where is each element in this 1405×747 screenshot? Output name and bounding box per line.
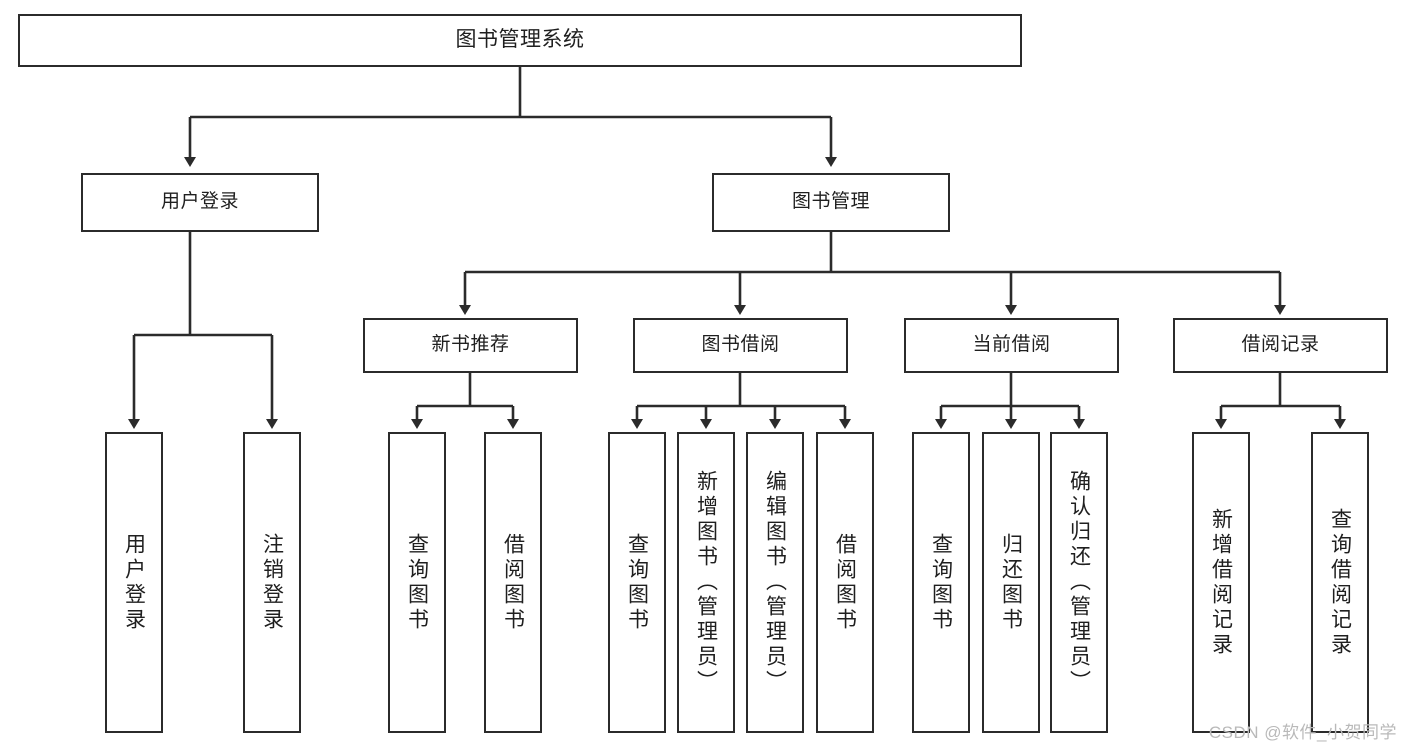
leaf-logout-label: 注销登录 (260, 532, 284, 633)
leaf-add-borrow-record-label: 新增借阅记录 (1209, 507, 1233, 658)
node-current-borrow[interactable]: 当前借阅 (904, 318, 1119, 373)
node-user-login[interactable]: 用户登录 (81, 173, 319, 232)
leaf-add-borrow-record[interactable]: 新增借阅记录 (1192, 432, 1250, 733)
leaf-confirm-return-admin[interactable]: 确认归还（管理员） (1050, 432, 1108, 733)
node-book-borrow[interactable]: 图书借阅 (633, 318, 848, 373)
node-borrow-record-label: 借阅记录 (1241, 334, 1320, 356)
leaf-return-book-label: 归还图书 (999, 532, 1023, 633)
leaf-user-login-label: 用户登录 (122, 532, 146, 633)
leaf-confirm-return-admin-label: 确认归还（管理员） (1067, 470, 1091, 695)
leaf-borrow-book-recommend[interactable]: 借阅图书 (484, 432, 542, 733)
node-new-book-recommend-label: 新书推荐 (431, 334, 510, 356)
leaf-borrow-book-label: 借阅图书 (833, 532, 857, 633)
leaf-add-book-admin-label: 新增图书（管理员） (694, 470, 718, 695)
leaf-query-book-borrow[interactable]: 查询图书 (608, 432, 666, 733)
leaf-borrow-book-recommend-label: 借阅图书 (501, 532, 525, 633)
leaf-edit-book-admin-label: 编辑图书（管理员） (763, 470, 787, 695)
leaf-edit-book-admin[interactable]: 编辑图书（管理员） (746, 432, 804, 733)
leaf-query-book-recommend-label: 查询图书 (405, 532, 429, 633)
node-root-label: 图书管理系统 (455, 28, 585, 52)
leaf-query-book-recommend[interactable]: 查询图书 (388, 432, 446, 733)
leaf-query-book-current[interactable]: 查询图书 (912, 432, 970, 733)
node-book-management[interactable]: 图书管理 (712, 173, 950, 232)
leaf-query-book-current-label: 查询图书 (929, 532, 953, 633)
leaf-query-borrow-record-label: 查询借阅记录 (1328, 507, 1352, 658)
csdn-watermark: CSDN @软件_小贺同学 (1208, 723, 1397, 742)
node-book-management-label: 图书管理 (791, 191, 870, 213)
node-current-borrow-label: 当前借阅 (972, 334, 1051, 356)
node-root[interactable]: 图书管理系统 (18, 14, 1022, 67)
leaf-return-book[interactable]: 归还图书 (982, 432, 1040, 733)
leaf-query-book-borrow-label: 查询图书 (625, 532, 649, 633)
node-borrow-record[interactable]: 借阅记录 (1173, 318, 1388, 373)
leaf-query-borrow-record[interactable]: 查询借阅记录 (1311, 432, 1369, 733)
leaf-add-book-admin[interactable]: 新增图书（管理员） (677, 432, 735, 733)
node-new-book-recommend[interactable]: 新书推荐 (363, 318, 578, 373)
leaf-borrow-book[interactable]: 借阅图书 (816, 432, 874, 733)
leaf-user-login[interactable]: 用户登录 (105, 432, 163, 733)
leaf-logout[interactable]: 注销登录 (243, 432, 301, 733)
node-user-login-label: 用户登录 (160, 191, 239, 213)
node-book-borrow-label: 图书借阅 (701, 334, 780, 356)
